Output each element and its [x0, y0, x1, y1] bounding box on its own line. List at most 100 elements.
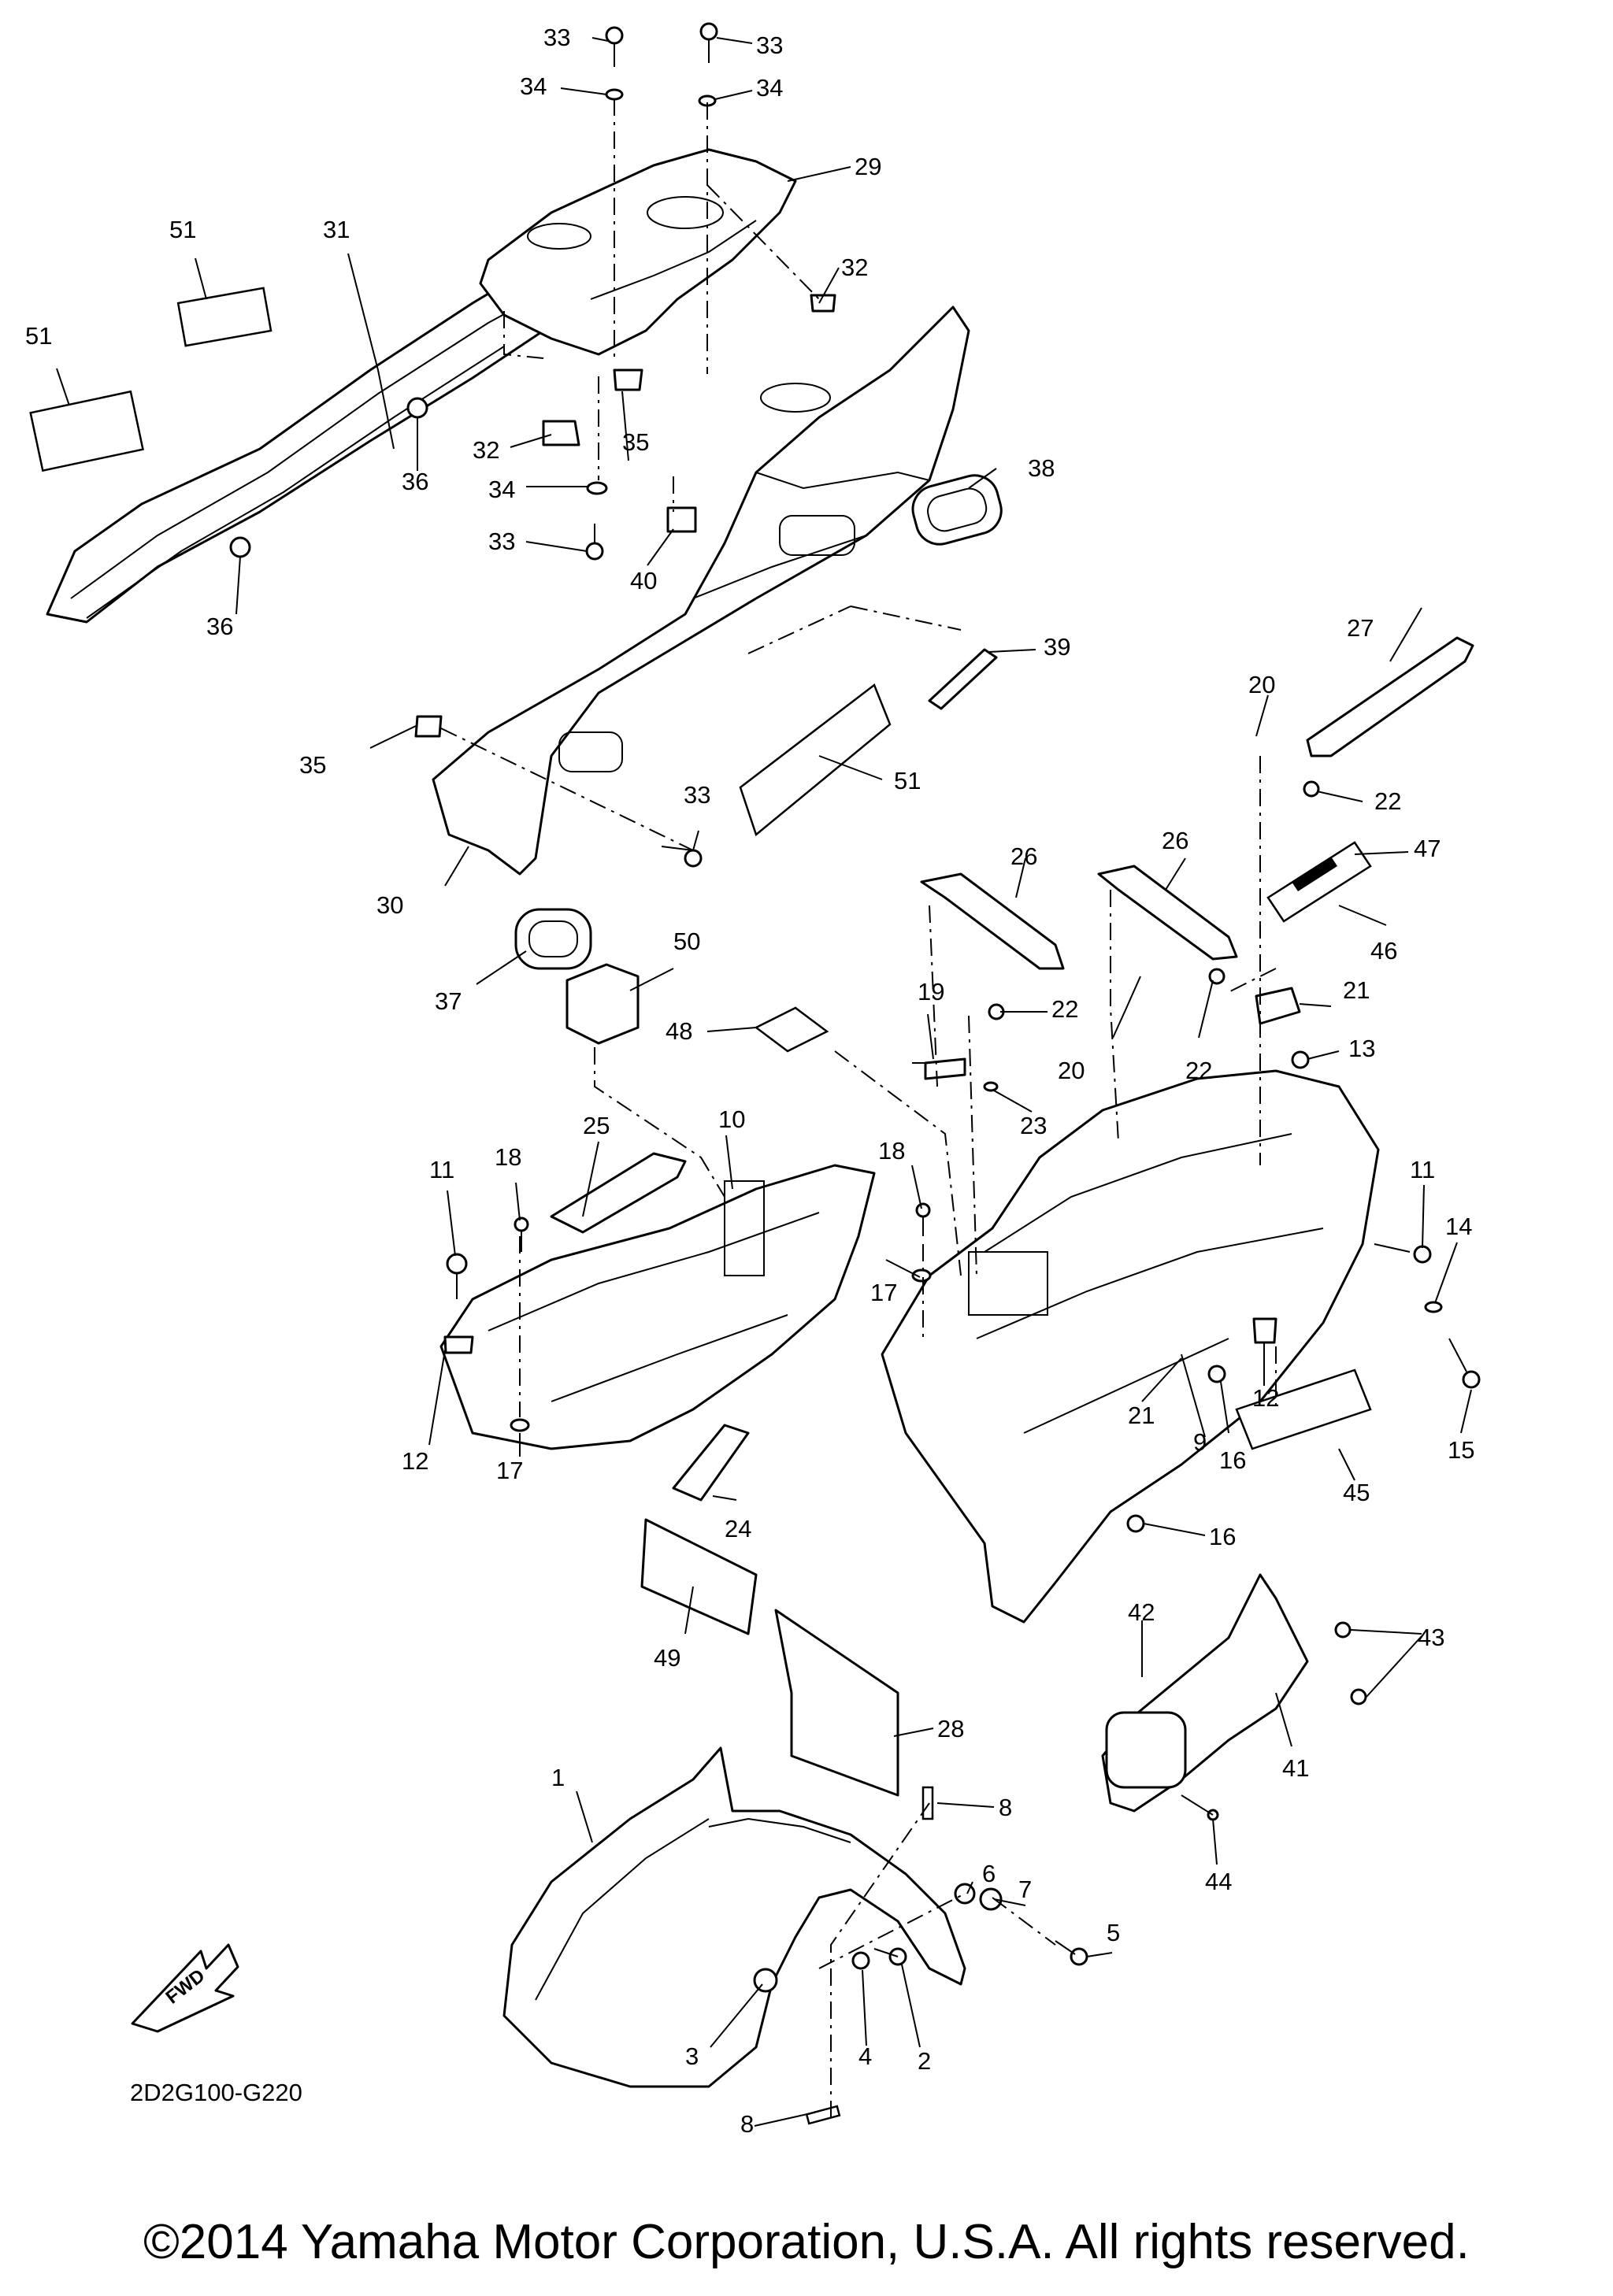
- strap-part-26a: [920, 872, 1065, 970]
- strap-part-26b: [1097, 865, 1238, 961]
- fwd-arrow-badge: [131, 1943, 239, 2033]
- callout-10: 10: [718, 1105, 745, 1133]
- callout-50: 50: [673, 928, 700, 955]
- callout-42: 42: [1128, 1598, 1155, 1626]
- callout-12: 12: [402, 1447, 428, 1475]
- callout-numbers: 33 33 34 34 29 31 51 51 32 32 35 36 34 3…: [25, 24, 1474, 2138]
- callout-36: 36: [206, 613, 233, 640]
- callout-15: 15: [1448, 1436, 1474, 1464]
- callout-17: 17: [870, 1279, 897, 1306]
- callout-28: 28: [937, 1715, 964, 1742]
- clip-part-39: [928, 648, 998, 710]
- block-part-40: [666, 506, 697, 533]
- side-cowl-part-30: [432, 306, 970, 876]
- ring-part-37: [514, 908, 592, 970]
- callout-48: 48: [666, 1017, 692, 1045]
- rear-inner-fender-part-9: [881, 1069, 1380, 1624]
- callout-34: 34: [488, 476, 515, 503]
- callout-18: 18: [878, 1137, 905, 1165]
- callout-19: 19: [918, 978, 944, 1005]
- callout-39: 39: [1044, 633, 1070, 661]
- callout-27: 27: [1347, 614, 1374, 642]
- assembly-lines: [440, 98, 1277, 2118]
- callout-21: 21: [1128, 1402, 1155, 1429]
- callout-22: 22: [1051, 995, 1078, 1023]
- callout-21: 21: [1343, 976, 1370, 1004]
- callout-16: 16: [1209, 1523, 1236, 1550]
- callout-32: 32: [473, 436, 499, 464]
- callout-34: 34: [520, 72, 547, 100]
- callout-22: 22: [1374, 787, 1401, 815]
- callout-20: 20: [1248, 671, 1275, 698]
- callout-22: 22: [1185, 1057, 1212, 1084]
- callout-23: 23: [1020, 1112, 1047, 1139]
- hardware-fasteners: [229, 22, 1481, 1993]
- diagram-code: 2D2G100-G220: [130, 2079, 302, 2106]
- callout-33: 33: [684, 781, 710, 809]
- callout-24: 24: [725, 1515, 751, 1542]
- callout-51: 51: [169, 216, 196, 243]
- callout-11: 11: [429, 1156, 454, 1183]
- block-part-50: [565, 963, 640, 1045]
- pad-part-49: [640, 1518, 758, 1635]
- callout-33: 33: [756, 31, 783, 59]
- callout-7: 7: [1018, 1876, 1032, 1903]
- callout-33: 33: [543, 24, 570, 51]
- callout-43: 43: [1418, 1624, 1444, 1651]
- callout-26: 26: [1010, 842, 1037, 870]
- callout-11: 11: [1410, 1156, 1435, 1183]
- callout-20: 20: [1058, 1057, 1085, 1084]
- callout-4: 4: [858, 2042, 872, 2070]
- callout-14: 14: [1445, 1213, 1472, 1240]
- callout-36: 36: [402, 468, 428, 495]
- callout-41: 41: [1282, 1754, 1309, 1782]
- callout-26: 26: [1162, 827, 1188, 854]
- tool-tray-part-10: [439, 1164, 876, 1450]
- callout-30: 30: [376, 891, 403, 919]
- label-part-48: [754, 1006, 829, 1053]
- part-shapes: [29, 22, 1481, 2125]
- rear-seat-panel-part-29: [479, 148, 797, 356]
- callout-29: 29: [855, 153, 881, 180]
- strap-part-27: [1306, 636, 1474, 757]
- callout-49: 49: [654, 1644, 680, 1672]
- callout-2: 2: [918, 2047, 931, 2075]
- callout-35: 35: [299, 751, 326, 779]
- callout-1: 1: [551, 1764, 565, 1791]
- callout-25: 25: [583, 1112, 610, 1139]
- callout-5: 5: [1107, 1919, 1120, 1946]
- strap-part-25: [550, 1152, 687, 1234]
- callout-34: 34: [756, 74, 783, 102]
- callout-3: 3: [685, 2042, 699, 2070]
- callout-46: 46: [1370, 937, 1397, 965]
- callout-8: 8: [740, 2110, 754, 2138]
- callout-31: 31: [323, 216, 350, 243]
- callout-17: 17: [496, 1457, 523, 1484]
- callout-47: 47: [1414, 835, 1441, 862]
- callout-51: 51: [25, 322, 52, 350]
- bracket-part-24: [672, 1424, 750, 1502]
- label-part-45: [1235, 1368, 1372, 1450]
- front-fender-part-1: [502, 1746, 966, 2088]
- leader-lines: [56, 37, 1472, 2127]
- callout-6: 6: [982, 1860, 996, 1887]
- flap-part-28: [774, 1609, 899, 1797]
- callout-8: 8: [999, 1794, 1012, 1821]
- callout-45: 45: [1343, 1479, 1370, 1506]
- callout-18: 18: [495, 1143, 521, 1171]
- callout-51: 51: [894, 767, 921, 794]
- callout-35: 35: [622, 428, 649, 456]
- callout-37: 37: [435, 987, 462, 1015]
- callout-13: 13: [1348, 1035, 1375, 1062]
- callout-16: 16: [1219, 1446, 1246, 1474]
- callout-40: 40: [630, 567, 657, 594]
- label-part-51b: [29, 390, 144, 472]
- callout-12: 12: [1252, 1384, 1279, 1412]
- callout-32: 32: [841, 254, 868, 281]
- copyright-notice: ©2014 Yamaha Motor Corporation, U.S.A. A…: [143, 2215, 1470, 2269]
- callout-9: 9: [1193, 1428, 1207, 1456]
- callout-33: 33: [488, 528, 515, 555]
- label-part-51c: [739, 683, 892, 837]
- label-part-51a: [176, 287, 273, 347]
